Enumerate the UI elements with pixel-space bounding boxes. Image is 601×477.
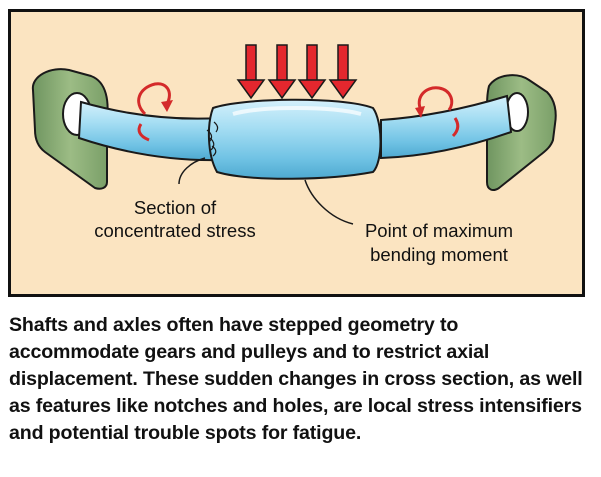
figure-panel: Section of concentrated stress Point of …	[8, 9, 585, 297]
load-arrows	[236, 44, 358, 100]
moment-label-line2: bending moment	[370, 244, 508, 265]
load-arrow-icon	[297, 44, 327, 100]
shaft	[77, 94, 513, 180]
load-arrow-icon	[328, 44, 358, 100]
shaft-illustration: Section of concentrated stress Point of …	[31, 44, 557, 265]
load-arrow-icon	[236, 44, 266, 100]
figure-caption: Shafts and axles often have stepped geom…	[9, 314, 583, 444]
stress-label-line2: concentrated stress	[94, 220, 255, 241]
stress-label-line1: Section of	[134, 197, 217, 218]
rotation-arrow-icon	[415, 86, 460, 138]
rotation-arrow-icon	[137, 82, 173, 142]
load-arrow-icon	[267, 44, 297, 100]
moment-leader-line	[304, 179, 354, 225]
moment-label-line1: Point of maximum	[365, 220, 513, 241]
stress-leader-line	[178, 157, 206, 185]
